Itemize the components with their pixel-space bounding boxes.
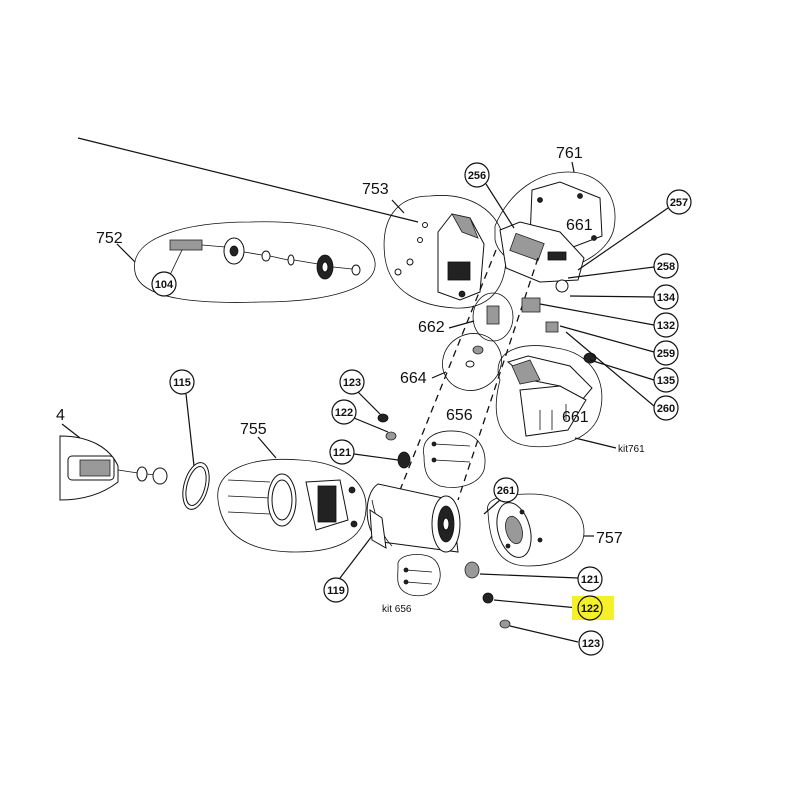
callout-258: 258 [657,261,675,273]
callout-123-upper: 123 [343,377,361,389]
kit-761-label: kit761 [618,444,645,455]
pinion-shaft [169,239,203,251]
callouts-upper-screws: 123 122 121 [329,369,411,469]
label-761: 761 [556,145,583,162]
label-656: 656 [446,407,473,424]
group-753: 753 [362,181,507,309]
group-656: 656 [423,407,486,488]
callout-123-lower: 123 [582,638,600,650]
callout-256: 256 [468,170,486,182]
group-4: 4 [56,407,168,501]
boundary-656 [423,430,486,488]
callout-121-upper: 121 [333,447,351,459]
callout-104: 104 [155,279,174,291]
label-661-top: 661 [566,217,593,234]
callout-122-lower: 122 [581,603,599,615]
callout-132: 132 [657,320,675,332]
motor-housing-group: 119 [323,483,461,603]
group-761: 761 661 [494,145,616,293]
callout-257: 257 [670,197,688,209]
callouts-right: 256 257 258 134 132 259 135 260 [464,162,692,421]
callout-122-upper: 122 [335,407,353,419]
group-664: 664 [400,333,502,391]
callout-135: 135 [657,375,675,387]
callouts-lower-screws: 121 122 123 [464,561,614,656]
group-662: 662 [418,292,514,342]
group-755: 755 [217,421,367,553]
group-kit-656: kit 656 [382,554,441,615]
highlight-122 [572,596,614,620]
callout-260: 260 [657,403,675,415]
label-664: 664 [400,370,427,387]
spring-258 [555,279,569,293]
callout-134: 134 [657,292,676,304]
callout-259: 259 [657,348,675,360]
label-755: 755 [240,421,267,438]
kit-656-label: kit 656 [382,604,412,615]
assembly-dash-left [379,249,497,541]
boundary-755 [217,458,367,553]
label-4: 4 [56,407,65,424]
group-752: 752 104 [96,221,376,303]
label-752: 752 [96,230,123,247]
group-115: 115 [169,369,210,510]
boundary-kit-656 [397,554,441,597]
leader-line-top [77,137,419,223]
label-757: 757 [596,530,623,547]
boundary-752 [134,221,376,303]
boundary-661-lower [495,345,603,448]
label-662: 662 [418,319,445,336]
callout-261: 261 [497,485,515,497]
label-661-lower: 661 [562,409,589,426]
callout-119: 119 [327,585,345,597]
label-753: 753 [362,181,389,198]
callout-115: 115 [173,377,191,389]
boundary-664 [442,333,502,391]
group-661-lower: 661 kit761 [495,345,645,455]
callout-121-lower: 121 [581,574,599,586]
callout-circle-104 [151,271,177,297]
group-757: 757 261 [483,477,623,567]
